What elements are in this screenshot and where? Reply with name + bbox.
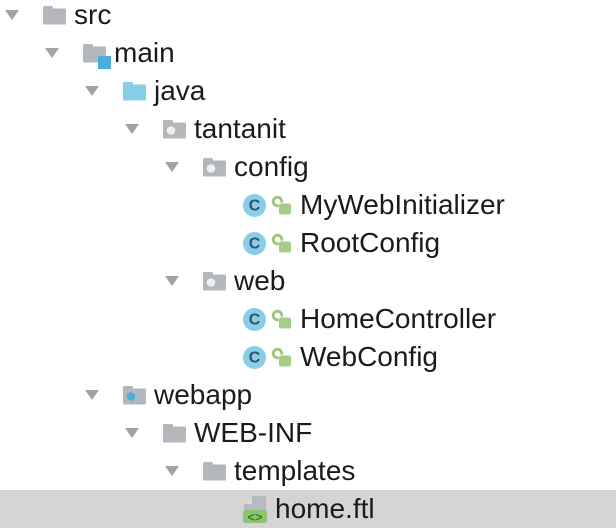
tree-item-label: main — [114, 37, 175, 68]
package-folder-icon — [203, 271, 226, 291]
chevron-down-icon — [85, 390, 99, 400]
tree-row-config[interactable]: config — [0, 148, 616, 186]
chevron-down-icon[interactable] — [125, 428, 139, 438]
tree-item-label: templates — [234, 455, 356, 486]
public-lock-icon — [271, 233, 292, 253]
tree-row-web[interactable]: web — [0, 262, 616, 300]
chevron-down-icon[interactable] — [45, 48, 59, 58]
tree-item-label: WEB-INF — [194, 417, 313, 448]
tree-row-webconfig[interactable]: C WebConfig — [0, 338, 616, 376]
tree-item-label: webapp — [154, 379, 253, 410]
svg-text:<>: <> — [247, 509, 263, 524]
chevron-down-icon — [125, 428, 139, 438]
tree-item-label: RootConfig — [300, 227, 441, 258]
chevron-down-icon — [125, 124, 139, 134]
tree-row-src[interactable]: src — [0, 0, 616, 34]
public-lock-icon — [271, 309, 292, 329]
chevron-down-icon — [165, 466, 179, 476]
chevron-down-icon[interactable] — [165, 466, 179, 476]
tree-item-label: src — [74, 0, 112, 30]
tree-row-templates[interactable]: templates — [0, 452, 616, 490]
chevron-down-icon[interactable] — [165, 276, 179, 286]
tree-row-web-inf[interactable]: WEB-INF — [0, 414, 616, 452]
class-icon: C — [243, 345, 266, 369]
tree-item-label: home.ftl — [275, 493, 375, 524]
tree-row-java[interactable]: java — [0, 72, 616, 110]
tree-item-label: HomeController — [300, 303, 497, 334]
freemarker-file-icon: <> — [243, 495, 267, 524]
tree-row-main[interactable]: main — [0, 34, 616, 72]
tree-row-homecontroller[interactable]: C HomeController — [0, 300, 616, 338]
chevron-down-icon[interactable] — [5, 10, 19, 20]
chevron-down-icon — [5, 10, 19, 20]
svg-text:C: C — [249, 235, 261, 252]
tree-row-rootconfig[interactable]: C RootConfig — [0, 224, 616, 262]
folder-icon — [43, 5, 66, 25]
class-icon: C — [243, 307, 266, 331]
tree-item-label: config — [234, 151, 309, 182]
tree-item-label: MyWebInitializer — [300, 189, 505, 220]
svg-text:C: C — [249, 197, 261, 214]
svg-text:C: C — [249, 349, 261, 366]
main-folder-icon — [83, 43, 111, 69]
public-lock-icon — [271, 195, 292, 215]
public-lock-icon — [271, 347, 292, 367]
chevron-down-icon — [85, 86, 99, 96]
svg-text:C: C — [249, 311, 261, 328]
class-icon: C — [243, 231, 266, 255]
chevron-down-icon[interactable] — [85, 390, 99, 400]
tree-row-tantanit[interactable]: tantanit — [0, 110, 616, 148]
webapp-folder-icon — [123, 385, 146, 405]
tree-row-home-ftl[interactable]: <> home.ftl — [0, 490, 616, 528]
chevron-down-icon[interactable] — [165, 162, 179, 172]
folder-icon — [203, 461, 226, 481]
tree-item-label: java — [154, 75, 206, 106]
class-icon: C — [243, 193, 266, 217]
tree-row-mywebinitializer[interactable]: C MyWebInitializer — [0, 186, 616, 224]
chevron-down-icon[interactable] — [85, 86, 99, 96]
tree-item-label: tantanit — [194, 113, 286, 144]
source-folder-icon — [123, 81, 146, 101]
folder-icon — [163, 423, 186, 443]
package-folder-icon — [163, 119, 186, 139]
chevron-down-icon — [165, 276, 179, 286]
tree-item-label: web — [234, 265, 286, 296]
tree-item-label: WebConfig — [300, 341, 439, 372]
package-folder-icon — [203, 157, 226, 177]
tree-row-webapp[interactable]: webapp — [0, 376, 616, 414]
chevron-down-icon — [45, 48, 59, 58]
chevron-down-icon[interactable] — [125, 124, 139, 134]
chevron-down-icon — [165, 162, 179, 172]
